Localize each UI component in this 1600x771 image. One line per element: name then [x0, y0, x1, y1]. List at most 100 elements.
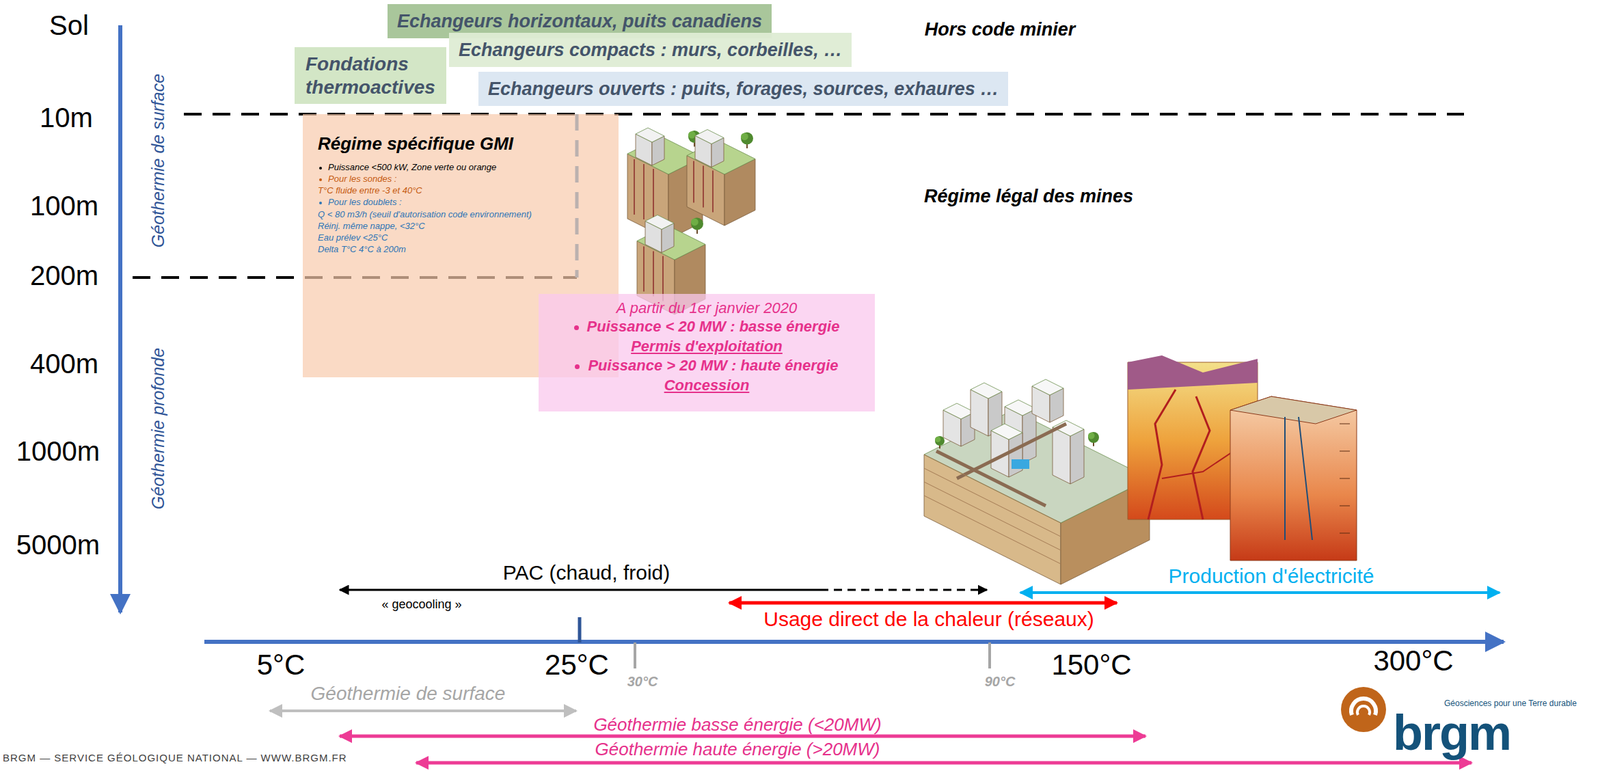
note-label: Géothermie de surface [148, 73, 169, 248]
axis-or-arrow-line [578, 617, 582, 643]
axis-or-arrow-line [1339, 451, 1350, 452]
axis-or-arrow-line [339, 589, 821, 592]
illustration-part [1357, 706, 1370, 715]
axis-or-arrow-line [1339, 505, 1350, 507]
depth-label: 200m [30, 259, 99, 292]
temperature-label: 30°C [627, 673, 659, 690]
temperature-label: 25°C [544, 648, 609, 682]
box-line: Delta T°C 4°C à 200m [317, 243, 605, 255]
depth-label: 400m [30, 347, 99, 380]
illustration-part [1127, 355, 1258, 390]
axis-or-arrow-line [1298, 416, 1313, 540]
illustration-part [991, 423, 1023, 440]
temperature-label: 300°C [1373, 644, 1454, 678]
illustration-part [695, 129, 724, 145]
technology-box: Echangeurs compacts : murs, corbeilles, … [449, 32, 852, 67]
illustration-part [1148, 389, 1176, 520]
regulation-box: A partir du 1er janvier 2020Puissance < … [538, 293, 875, 412]
axis-or-arrow-line [712, 170, 714, 213]
note-label: Régime légal des mines [924, 185, 1134, 208]
depth-label: Sol [49, 9, 89, 42]
technology-box: Fondations thermoactives [294, 47, 447, 104]
illustration-part [1088, 431, 1100, 443]
note-label: Hors code minier [924, 19, 1076, 41]
illustration-part [970, 382, 1002, 399]
illustration-part [924, 410, 1150, 523]
note-label: Production d'électricité [1168, 564, 1375, 589]
axis-or-arrow-line [693, 161, 695, 203]
axis-or-arrow-line [1284, 416, 1286, 540]
illustration-part [645, 215, 674, 230]
temperature-label: 150°C [1051, 648, 1132, 682]
box-line: Pour les doublets : [317, 196, 605, 208]
axis-or-arrow-line [652, 251, 655, 297]
axis-or-arrow-line [820, 589, 987, 592]
note-label: Géothermie profonde [148, 347, 169, 510]
box-heading: Echangeurs compacts : murs, corbeilles, … [458, 38, 843, 61]
axis-or-arrow-line [936, 451, 1046, 506]
illustration-part [934, 436, 941, 443]
note-label: PAC (chaud, froid) [503, 561, 671, 586]
illustration-part [740, 132, 749, 141]
box-heading: Fondations thermoactives [305, 52, 436, 99]
illustration-part [924, 379, 1150, 585]
axis-or-arrow-line [633, 642, 637, 669]
axis-or-arrow-line [339, 734, 1146, 739]
box-line: Puissance > 20 MW : haute énergie [548, 356, 866, 376]
axis-or-arrow-line [924, 468, 1061, 537]
illustration-part [690, 218, 704, 231]
illustration-part [1004, 399, 1037, 416]
axis-or-arrow-line [924, 454, 1061, 523]
illustration-part [1351, 698, 1376, 715]
illustration-part [1032, 379, 1064, 396]
box-heading: Echangeurs ouverts : puits, forages, sou… [487, 77, 999, 100]
axis-or-arrow-line [269, 709, 577, 713]
box-line: Puissance <500 kW, Zone verte ou orange [317, 161, 605, 173]
box-heading: Régime spécifique GMI [317, 133, 605, 155]
note-label: brgm [1392, 704, 1511, 762]
illustration-part [943, 403, 975, 419]
note-label: BRGM — SERVICE GÉOLOGIQUE NATIONAL — WWW… [2, 751, 348, 764]
illustration-part [1230, 396, 1357, 424]
axis-or-arrow-line [1339, 423, 1350, 425]
illustration-part [1022, 408, 1037, 464]
axis-or-arrow-line [643, 164, 645, 220]
note-label: Géothermie basse énergie (<20MW) [593, 714, 881, 736]
box-line: Q < 80 m3/h (seuil d'autorisation code e… [317, 208, 605, 221]
axis-or-arrow-line [729, 601, 1117, 605]
depth-label: 100m [30, 190, 99, 222]
axis-or-arrow-line [924, 495, 1061, 564]
illustration-part [1070, 429, 1084, 484]
box-line: Concession [548, 375, 866, 396]
illustration-part [740, 132, 754, 145]
illustration-part [686, 129, 756, 227]
note-label: Usage direct de la chaleur (réseaux) [763, 607, 1095, 632]
axis-or-arrow-line [204, 639, 1504, 644]
depth-label: 5000m [16, 529, 100, 561]
illustration-part [1230, 396, 1357, 561]
illustration-part [1088, 432, 1095, 440]
illustration-part [635, 127, 665, 143]
axis-or-arrow-line [1339, 533, 1350, 534]
axis-or-arrow-line [702, 166, 704, 208]
technology-box: Echangeurs ouverts : puits, forages, sou… [478, 71, 1009, 106]
box-heading: A partir du 1er janvier 2020 [548, 299, 866, 318]
axis-or-arrow-line [416, 761, 1472, 765]
illustration-part [1011, 459, 1030, 469]
axis-or-arrow-line [924, 481, 1061, 551]
illustration-part [1340, 686, 1387, 732]
box-line: Réinj. même nappe, <32°C [317, 220, 605, 232]
illustration-part [1008, 432, 1023, 478]
temperature-label: 90°C [984, 673, 1016, 690]
axis-or-arrow-line [643, 246, 645, 292]
temperature-label: 5°C [256, 648, 306, 682]
depth-label: 10m [39, 101, 93, 134]
illustration-part [1192, 396, 1210, 520]
illustration-part [690, 218, 699, 226]
note-label: Géothermie de surface [310, 682, 506, 705]
illustration-part [688, 131, 696, 139]
axis-or-arrow-line [1339, 478, 1350, 480]
axis-or-arrow-line [988, 642, 992, 669]
box-line: T°C fluide entre -3 et 40°C [317, 184, 605, 197]
